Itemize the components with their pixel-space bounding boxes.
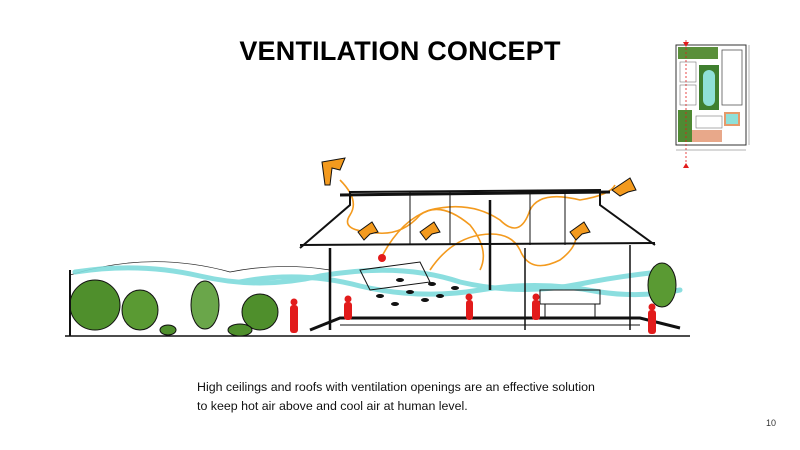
people-figures <box>290 293 656 334</box>
hot-air-vent-arrows <box>321 157 637 241</box>
cool-air-flow <box>72 265 683 298</box>
site-plan-thumbnail <box>675 40 750 168</box>
building-section <box>299 188 681 332</box>
caption-line-1: High ceilings and roofs with ventilation… <box>197 380 595 394</box>
interior-furniture <box>359 261 601 318</box>
hill-outline <box>69 261 331 276</box>
caption-line-2: to keep hot air above and cool air at hu… <box>197 399 468 413</box>
trees <box>69 262 677 337</box>
red-flower <box>378 254 386 262</box>
falling-leaves <box>376 278 459 306</box>
slide-caption: High ceilings and roofs with ventilation… <box>197 378 595 416</box>
page-number: 10 <box>766 418 777 428</box>
slide-title: VENTILATION CONCEPT <box>239 36 561 66</box>
hot-air-flow <box>339 179 616 271</box>
